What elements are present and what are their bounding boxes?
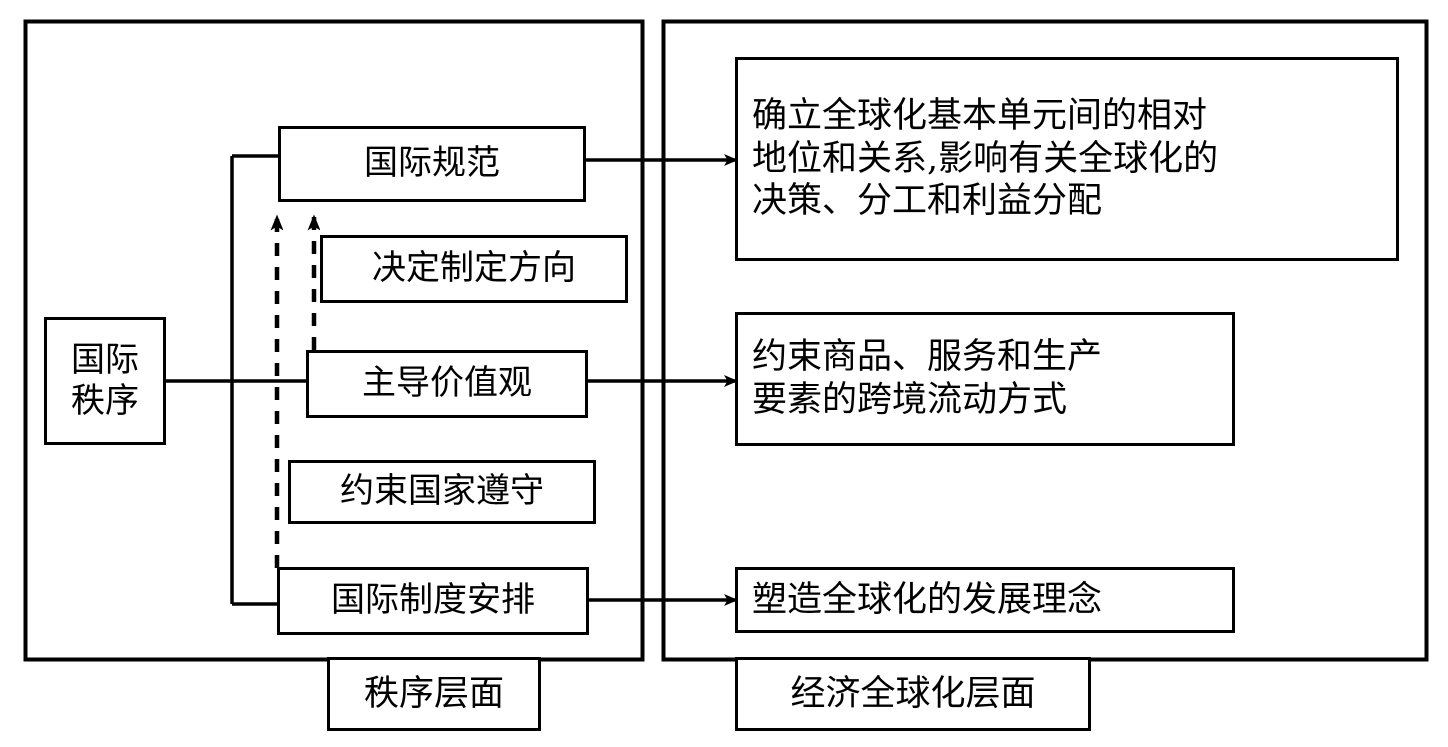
caption-order-level-label: 秩序层面 xyxy=(363,673,504,714)
node-effect-values[interactable]: 约束商品、服务和生产 要素的跨境流动方式 xyxy=(735,312,1235,446)
node-effect-values-label: 约束商品、服务和生产 要素的跨境流动方式 xyxy=(752,337,1103,420)
node-international-norms-label: 国际规范 xyxy=(364,143,500,184)
node-dominant-values[interactable]: 主导价值观 xyxy=(306,350,588,418)
node-international-norms[interactable]: 国际规范 xyxy=(278,126,586,202)
node-constrains-states[interactable]: 约束国家遵守 xyxy=(288,460,596,524)
node-determines-direction[interactable]: 决定制定方向 xyxy=(320,235,628,303)
caption-globalization-level: 经济全球化层面 xyxy=(735,657,1091,731)
node-constrains-states-label: 约束国家遵守 xyxy=(340,471,544,512)
node-dominant-values-label: 主导价值观 xyxy=(362,363,532,404)
node-effect-norms-label: 确立全球化基本单元间的相对 地位和关系,影响有关全球化的 决策、分工和利益分配 xyxy=(752,95,1219,222)
caption-globalization-level-label: 经济全球化层面 xyxy=(790,673,1036,714)
node-international-order-label: 国际 秩序 xyxy=(71,339,139,421)
node-determines-direction-label: 决定制定方向 xyxy=(372,248,576,289)
node-international-order[interactable]: 国际 秩序 xyxy=(44,317,166,445)
node-effect-institution-label: 塑造全球化的发展理念 xyxy=(752,579,1103,620)
node-institutional-arrangements-label: 国际制度安排 xyxy=(331,580,535,621)
node-effect-norms[interactable]: 确立全球化基本单元间的相对 地位和关系,影响有关全球化的 决策、分工和利益分配 xyxy=(735,57,1399,261)
node-effect-institution[interactable]: 塑造全球化的发展理念 xyxy=(735,567,1235,633)
caption-order-level: 秩序层面 xyxy=(327,657,541,731)
node-institutional-arrangements[interactable]: 国际制度安排 xyxy=(277,567,589,635)
